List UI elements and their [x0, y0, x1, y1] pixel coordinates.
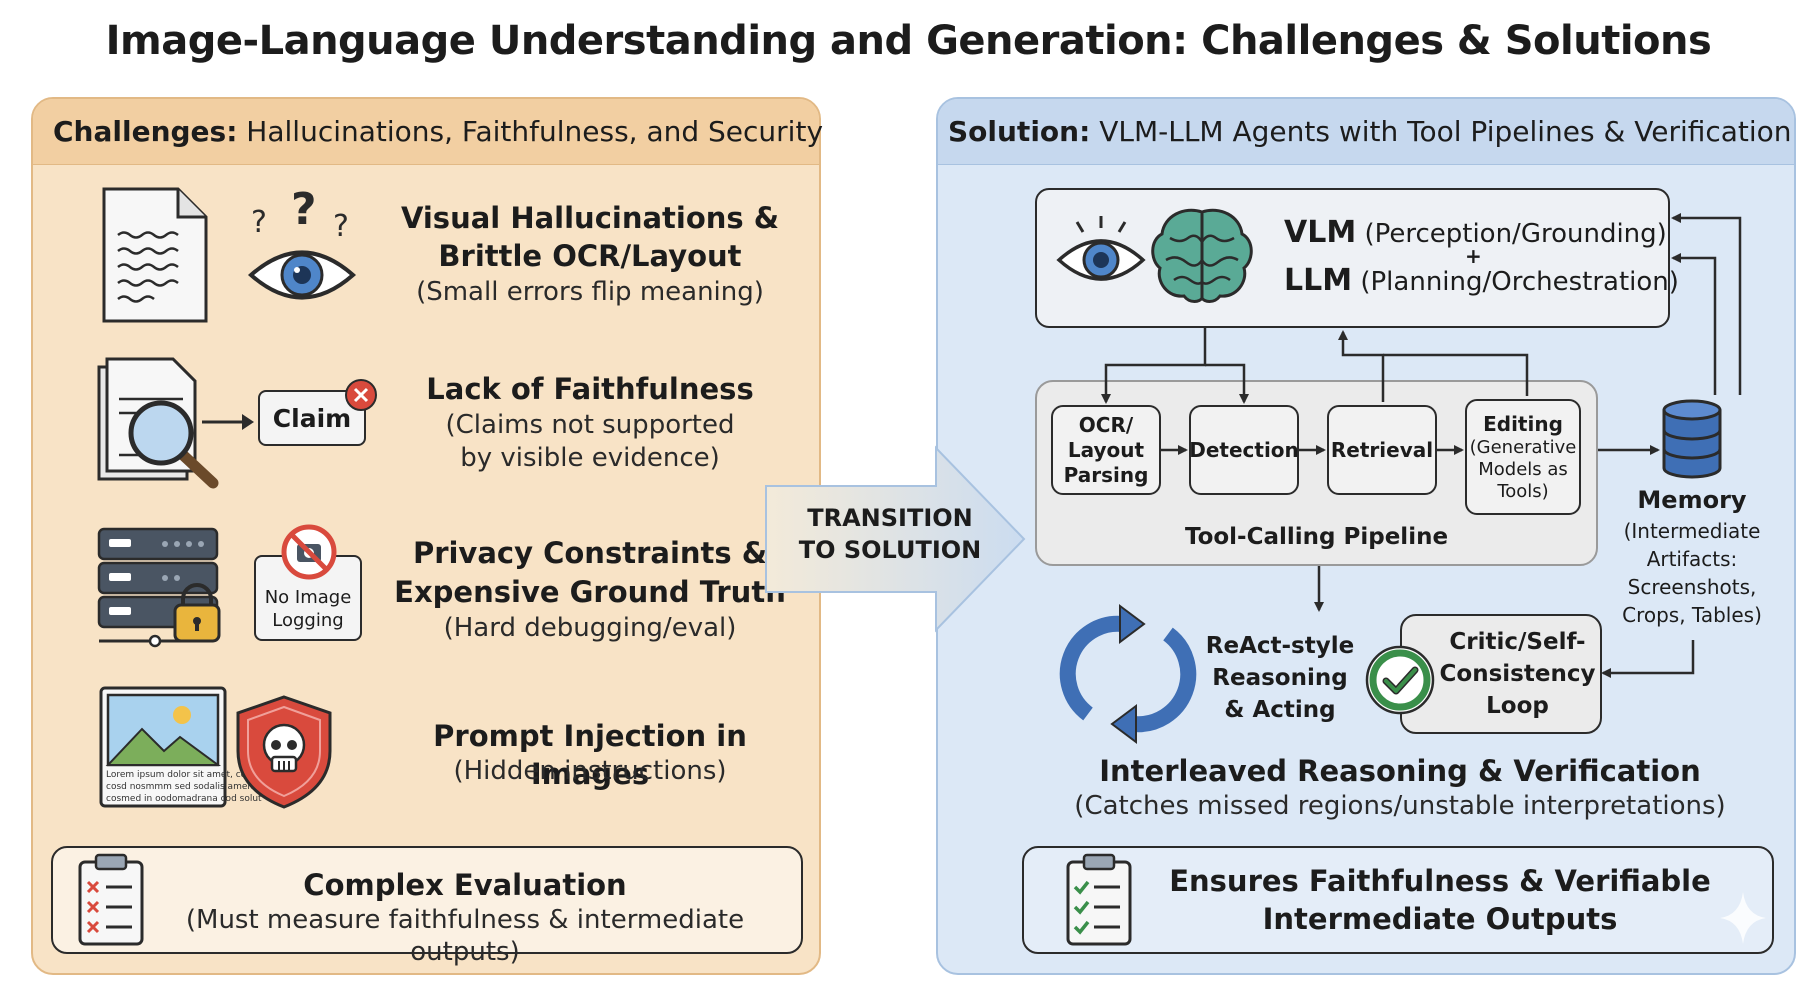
- transition-label-line1: TRANSITION: [807, 504, 973, 532]
- tool-editing-line1: Editing: [1483, 411, 1563, 436]
- cycle-arrows-icon: [1059, 604, 1197, 744]
- challenge-3-subtitle: (Hard debugging/eval): [443, 613, 737, 643]
- tool-detection: Detection: [1189, 405, 1299, 495]
- critic-line1: Critic/Self-: [1449, 629, 1586, 655]
- sparkle-icon: [1720, 892, 1766, 944]
- check-circle-icon: [1365, 645, 1435, 715]
- memory-line4: Crops, Tables): [1622, 603, 1762, 627]
- complex-evaluation-title: Complex Evaluation: [303, 868, 627, 902]
- tool-editing: Editing (Generative Models as Tools): [1465, 399, 1581, 515]
- badge-line1: No Image: [264, 587, 352, 608]
- challenge-4-title: Prompt Injection in Images: [433, 719, 747, 791]
- challenge-3-title-line2: Expensive Ground Truth: [394, 575, 786, 609]
- challenge-1-title-line2: Brittle OCR/Layout: [438, 239, 742, 273]
- llm-bold: LLM: [1284, 263, 1353, 298]
- challenge-4-subtitle: (Hidden instructions): [453, 756, 727, 786]
- vlm-desc: (Perception/Grounding): [1356, 219, 1667, 249]
- challenge-1-title-line1: Visual Hallucinations &: [400, 201, 780, 235]
- eye-icon: [1056, 216, 1146, 281]
- magnifier-document-icon: [97, 357, 219, 489]
- hidden-text-line3: cosmed in oodomadrana cod solut: [106, 794, 262, 804]
- challenge-2-title: Lack of Faithfulness: [426, 372, 754, 406]
- memory-line3: Screenshots,: [1627, 575, 1757, 599]
- react-line3: & Acting: [1224, 697, 1336, 723]
- tool-editing-line2: (Generative: [1469, 436, 1577, 458]
- react-line1: ReAct-style: [1205, 633, 1355, 659]
- memory-line2: Artifacts:: [1646, 547, 1738, 571]
- badge-line2: Logging: [272, 610, 344, 631]
- eye-question-icon: ? ? ?: [247, 184, 357, 300]
- tool-detection-label: Detection: [1189, 437, 1299, 462]
- tool-ocr-line1: OCR/: [1078, 412, 1134, 437]
- challenges-header-bold: Challenges:: [53, 115, 238, 148]
- svg-text:?: ?: [291, 184, 317, 235]
- challenges-header-text: Hallucinations, Faithfulness, and Securi…: [237, 115, 824, 148]
- database-icon: [1662, 399, 1722, 479]
- outcome-line2: Intermediate Outputs: [1262, 902, 1618, 936]
- critic-line2: Consistency: [1439, 661, 1596, 687]
- transition-arrow: [765, 445, 1026, 633]
- pipeline-label: Tool-Calling Pipeline: [1184, 524, 1449, 550]
- critic-line3: Loop: [1486, 693, 1549, 719]
- solution-header-bold: Solution:: [948, 115, 1091, 148]
- clipboard-x-icon: [78, 853, 144, 946]
- complex-evaluation-box: [51, 846, 803, 954]
- hidden-text-line1: Lorem ipsum dolor sit amet, consec: [106, 770, 268, 780]
- complex-evaluation-subtitle: (Must measure faithfulness & intermediat…: [185, 905, 745, 967]
- solution-header-text: VLM-LLM Agents with Tool Pipelines & Ver…: [1090, 115, 1792, 148]
- solution-header: Solution: VLM-LLM Agents with Tool Pipel…: [938, 99, 1794, 165]
- interleaved-subtitle: (Catches missed regions/unstable interpr…: [1074, 791, 1726, 821]
- plus-sign: +: [1465, 244, 1482, 268]
- tool-ocr-layout-parsing: OCR/ Layout Parsing: [1051, 405, 1161, 495]
- arrow-right-icon: [202, 414, 254, 430]
- challenge-1-subtitle: (Small errors flip meaning): [416, 277, 764, 307]
- skull-shield-icon: [236, 695, 332, 809]
- no-camera-icon: [281, 524, 337, 580]
- vlm-bold: VLM: [1284, 215, 1357, 250]
- llm-desc: (Planning/Orchestration): [1352, 267, 1679, 297]
- memory-title: Memory: [1637, 486, 1747, 514]
- tool-retrieval-label: Retrieval: [1330, 437, 1434, 462]
- tool-editing-line3: Models as: [1478, 458, 1568, 480]
- challenges-header: Challenges: Hallucinations, Faithfulness…: [33, 99, 823, 165]
- tool-editing-line4: Tools): [1497, 480, 1549, 502]
- clipboard-check-icon: [1066, 853, 1132, 946]
- interleaved-title: Interleaved Reasoning & Verification: [1099, 754, 1701, 788]
- outcome-box: [1022, 846, 1774, 954]
- transition-label-line2: TO SOLUTION: [798, 536, 982, 564]
- svg-text:?: ?: [333, 209, 349, 244]
- react-line2: Reasoning: [1212, 665, 1348, 691]
- challenge-2-subtitle-line2: by visible evidence): [460, 443, 720, 473]
- challenge-3-title-line1: Privacy Constraints &: [412, 536, 768, 570]
- brain-icon: [1151, 208, 1253, 303]
- claim-badge: Claim: [258, 390, 366, 446]
- svg-text:?: ?: [251, 205, 267, 240]
- tool-retrieval: Retrieval: [1327, 405, 1437, 495]
- page-title: Image-Language Understanding and Generat…: [105, 18, 1712, 64]
- outcome-line1: Ensures Faithfulness & Verifiable: [1169, 864, 1711, 898]
- llm-label: LLM (Planning/Orchestration): [1284, 263, 1679, 298]
- tool-ocr-line3: Parsing: [1063, 462, 1149, 487]
- server-lock-icon: [97, 527, 221, 648]
- document-icon: [102, 187, 208, 323]
- tool-ocr-line2: Layout: [1067, 437, 1145, 462]
- image-frame-icon: [99, 686, 227, 808]
- hidden-text-line2: cosd nosmmm sed sodalis amen: [106, 782, 254, 792]
- challenge-2-subtitle-line1: (Claims not supported: [445, 410, 735, 440]
- memory-line1: (Intermediate: [1623, 519, 1761, 543]
- vlm-label: VLM (Perception/Grounding): [1284, 215, 1667, 250]
- error-x-icon: [345, 379, 377, 411]
